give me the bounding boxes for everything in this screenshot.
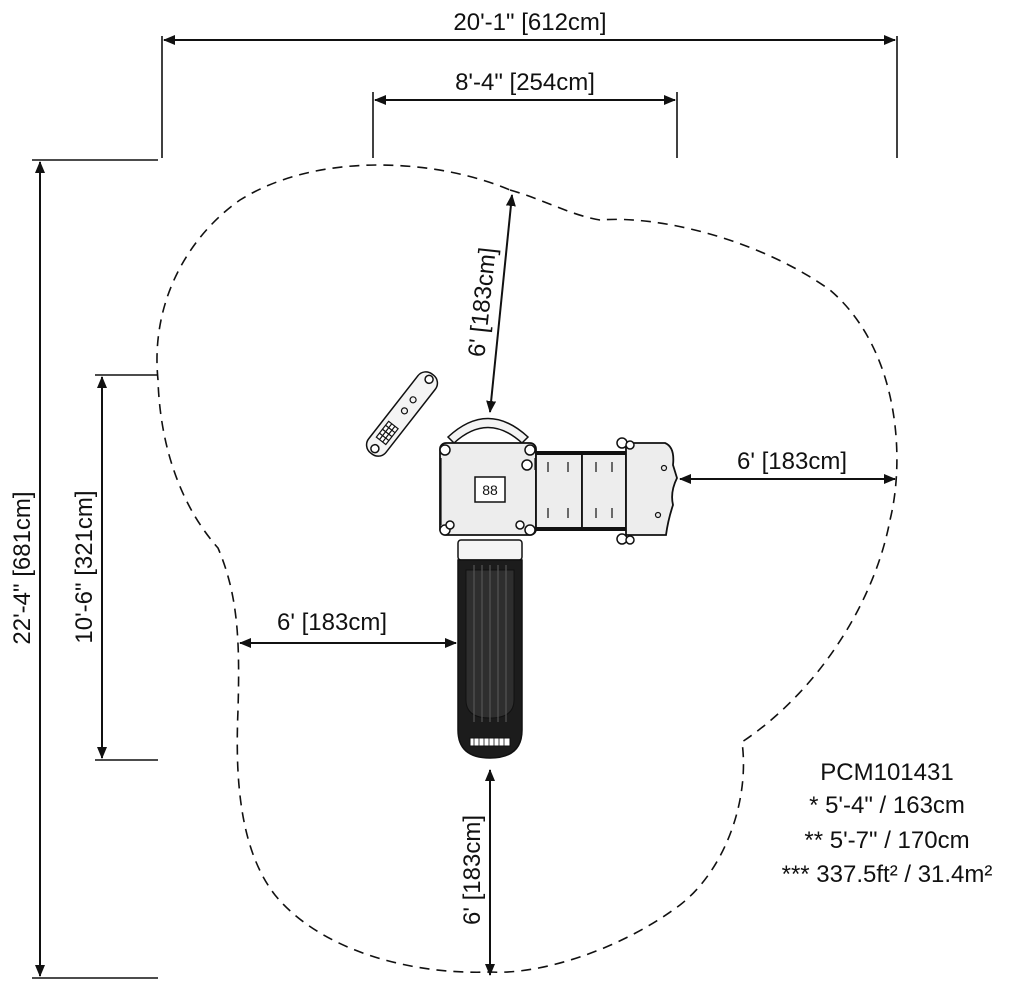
clearance-right-label: 6' [183cm] (737, 448, 847, 475)
model-number: PCM101431 (820, 759, 953, 786)
overall-depth-label: 22'-4" [681cm] (9, 491, 36, 644)
clearance-bottom-label: 6' [183cm] (459, 815, 486, 925)
end-platform (625, 442, 678, 536)
deck-roof-arc (446, 417, 530, 445)
slide (457, 539, 523, 759)
extension-lines (32, 36, 898, 979)
notes-block: PCM101431 * 5'-4" / 163cm ** 5'-7" / 170… (782, 759, 993, 888)
dimension-labels: 20'-1" [612cm] 8'-4" [254cm] 22'-4" [681… (9, 9, 847, 925)
clearance-top-label: 6' [183cm] (463, 246, 501, 358)
clearance-left-label: 6' [183cm] (277, 609, 387, 636)
deck-label-plate (474, 476, 506, 503)
structure-depth-label: 10'-6" [321cm] (71, 490, 98, 643)
activity-panel (365, 371, 439, 457)
bridge-segment-1 (535, 452, 583, 530)
structure-width-label: 8'-4" [254cm] (455, 69, 595, 96)
use-zone-outline (156, 164, 898, 974)
dimension-lines (35, 35, 896, 977)
play-structure: 88 (365, 371, 678, 759)
overall-width-label: 20'-1" [612cm] (453, 9, 606, 36)
bridge-segment-2 (581, 452, 627, 530)
area-note: *** 337.5ft² / 31.4m² (782, 861, 993, 888)
height-note-2: ** 5'-7" / 170cm (804, 827, 969, 854)
clearance-top-line (486, 194, 516, 413)
deck-label: 88 (482, 482, 498, 498)
height-note-1: * 5'-4" / 163cm (809, 792, 965, 819)
